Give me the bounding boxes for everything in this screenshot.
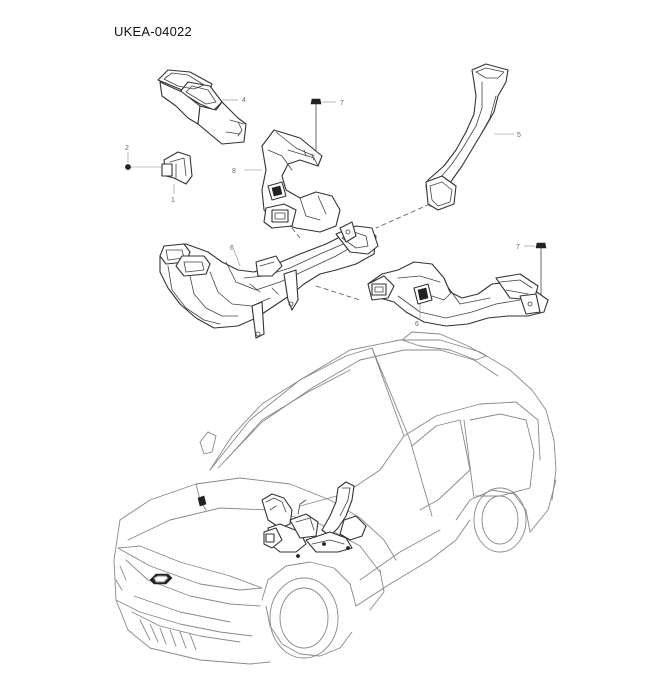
part-6-passenger-side-duct [367,261,549,327]
hood-emblem-icon [197,495,207,507]
leader-line [233,249,241,267]
screw-icon [535,242,547,301]
callout-6: 6 [415,321,419,328]
page-title: UKEA-04022 [114,24,192,39]
callout-5: 6 [230,245,234,252]
screw-icon [125,164,162,170]
part-1-mounting-bracket [161,151,193,185]
assembly-line [291,227,301,239]
assembly-line [375,203,431,229]
screw-icon [310,98,322,151]
vehicle-outline [113,331,557,665]
assembly-line [315,285,361,301]
callout-4: 5 [517,132,521,139]
callout-7-right: 7 [516,244,520,251]
part-3-twin-vent-outlet [157,69,247,145]
part-5-main-center-duct [159,221,379,339]
callout-8: 8 [232,168,236,175]
callout-1: 1 [171,197,175,204]
installed-duct-assembly [261,481,367,558]
callout-3: 4 [242,97,246,104]
callout-2: 2 [125,145,129,152]
part-8-center-outlet-duct [261,129,341,233]
brand-badge [149,573,173,585]
callout-7-top: 7 [340,100,344,107]
part-4-vertical-duct [425,63,509,211]
